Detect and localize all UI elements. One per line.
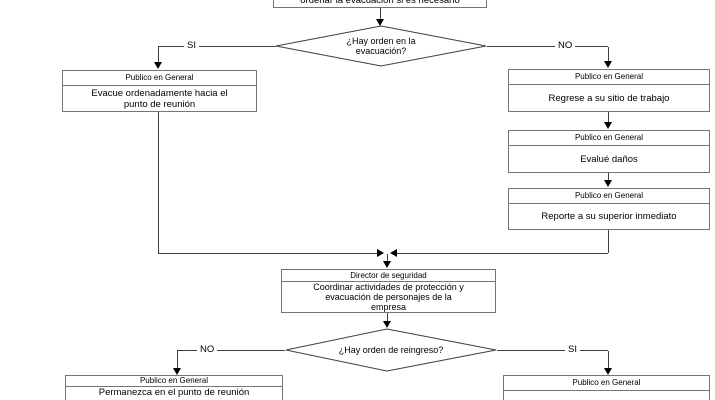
assess-damage-box-header: Publico en General bbox=[509, 131, 709, 146]
connector-line bbox=[608, 112, 609, 123]
arrowhead bbox=[604, 368, 612, 375]
start-box: ordenar la evacuación si es necesario bbox=[273, 0, 487, 8]
stay-meeting-point-box-body: Permanezca en el punto de reunión atiend… bbox=[98, 387, 250, 400]
connector-line bbox=[158, 47, 159, 62]
arrowhead bbox=[604, 180, 612, 187]
connector-line bbox=[608, 351, 609, 368]
decision-reentry-text: ¿Hay orden de reingreso? bbox=[338, 345, 444, 355]
arrowhead bbox=[383, 321, 391, 328]
assess-damage-box: Publico en General Evalué daños bbox=[508, 130, 710, 173]
evacuate-box-header: Publico en General bbox=[63, 71, 256, 86]
connector-line bbox=[608, 47, 609, 61]
connector-line bbox=[487, 46, 608, 47]
connector-line bbox=[158, 112, 159, 253]
coordinate-box-header: Director de seguridad bbox=[282, 270, 495, 282]
connector-line bbox=[608, 173, 609, 181]
arrowhead bbox=[604, 122, 612, 129]
bottom-right-box: Publico en General bbox=[503, 375, 710, 400]
connector-line bbox=[497, 350, 608, 351]
report-superior-box-header: Publico en General bbox=[509, 189, 709, 204]
return-work-box: Publico en General Regrese a su sitio de… bbox=[508, 69, 710, 112]
start-box-text: ordenar la evacuación si es necesario bbox=[300, 0, 460, 6]
assess-damage-box-body: Evalué daños bbox=[580, 153, 638, 165]
label-no-evacuation: NO bbox=[555, 40, 576, 52]
bottom-right-box-body bbox=[504, 391, 709, 400]
connector-line bbox=[158, 253, 377, 254]
coordinate-box-body: Coordinar actividades de protección y ev… bbox=[313, 282, 464, 312]
report-superior-box-body: Reporte a su superior inmediato bbox=[541, 211, 677, 222]
connector-line bbox=[387, 254, 388, 262]
arrowhead bbox=[173, 368, 181, 375]
stay-meeting-point-box-header: Publico en General bbox=[66, 376, 282, 387]
decision-evacuation-text: ¿Hay orden en la evacuación? bbox=[346, 36, 416, 56]
connector-line bbox=[177, 350, 285, 351]
report-superior-box: Publico en General Reporte a su superior… bbox=[508, 188, 710, 230]
arrowhead bbox=[377, 249, 384, 257]
connector-line bbox=[380, 8, 381, 24]
evacuate-box-body: Evacue ordenadamente hacia el punto de r… bbox=[91, 87, 228, 110]
connector-line bbox=[158, 46, 276, 47]
connector-line bbox=[177, 351, 178, 368]
bottom-right-box-header: Publico en General bbox=[504, 376, 709, 391]
arrowhead bbox=[154, 62, 162, 69]
coordinate-box: Director de seguridad Coordinar activida… bbox=[281, 269, 496, 313]
arrowhead bbox=[604, 61, 612, 68]
return-work-box-body: Regrese a su sitio de trabajo bbox=[548, 92, 670, 104]
evacuate-box: Publico en General Evacue ordenadamente … bbox=[62, 70, 257, 112]
return-work-box-header: Publico en General bbox=[509, 70, 709, 85]
decision-reentry-diamond: ¿Hay orden de reingreso? bbox=[285, 328, 497, 372]
stay-meeting-point-box: Publico en General Permanezca en el punt… bbox=[65, 375, 283, 400]
diamond-shape bbox=[285, 328, 497, 372]
diamond-shape bbox=[275, 25, 487, 67]
label-no-reentry: NO bbox=[197, 344, 218, 356]
label-si-evacuation: SI bbox=[184, 40, 199, 52]
decision-evacuation-diamond: ¿Hay orden en la evacuación? bbox=[275, 25, 487, 67]
label-si-reentry: SI bbox=[565, 344, 580, 356]
connector-line bbox=[608, 230, 609, 253]
connector-line bbox=[387, 313, 388, 322]
connector-line bbox=[397, 253, 608, 254]
arrowhead bbox=[390, 249, 397, 257]
arrowhead bbox=[383, 261, 391, 268]
arrowhead bbox=[376, 19, 384, 26]
